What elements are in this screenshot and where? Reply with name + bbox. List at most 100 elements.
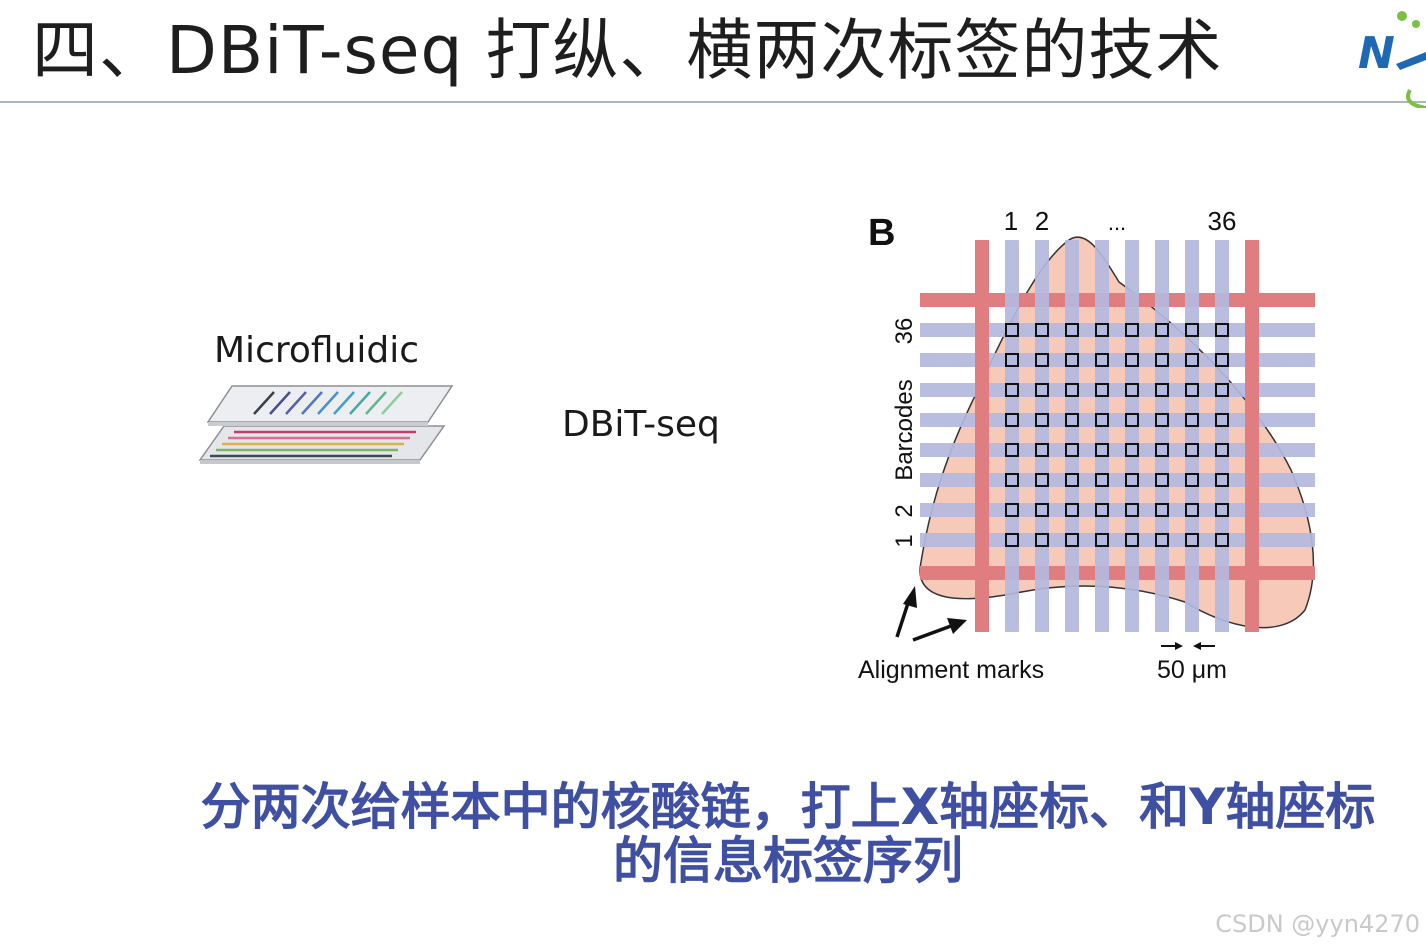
grid-pixel bbox=[1155, 353, 1169, 367]
grid-pixel bbox=[1155, 443, 1169, 457]
institution-logo: N bbox=[1358, 11, 1426, 108]
alignment-channel-vertical bbox=[975, 240, 989, 632]
grid-pixel bbox=[1095, 473, 1109, 487]
grid-pixel bbox=[1185, 533, 1199, 547]
grid-pixel bbox=[1005, 353, 1019, 367]
grid-pixel bbox=[1065, 503, 1079, 517]
grid-pixel bbox=[1035, 323, 1049, 337]
top-label-ellipsis: ... bbox=[1108, 210, 1126, 235]
alignment-marks-label: Alignment marks bbox=[858, 656, 1044, 684]
grid-pixel bbox=[1095, 443, 1109, 457]
grid-pixel bbox=[1185, 323, 1199, 337]
grid-pixel bbox=[1185, 383, 1199, 397]
microfluidic-label: Microfluidic bbox=[214, 330, 420, 371]
grid-pixel bbox=[1065, 413, 1079, 427]
barcode-channel-vertical bbox=[1035, 240, 1049, 632]
grid-pixel bbox=[1215, 533, 1229, 547]
grid-pixel bbox=[1155, 413, 1169, 427]
grid-pixel bbox=[1125, 443, 1139, 457]
grid-pixel bbox=[1005, 383, 1019, 397]
side-label-ellipsis: ... bbox=[895, 427, 917, 444]
grid-pixel bbox=[1095, 533, 1109, 547]
top-label-36: 36 bbox=[1208, 206, 1237, 236]
top-label-1: 1 bbox=[1004, 206, 1018, 236]
barcode-channel-vertical bbox=[1065, 240, 1079, 632]
caption-line-2: 的信息标签序列 bbox=[613, 832, 963, 890]
microfluidic-chip-illustration bbox=[198, 385, 454, 464]
grid-pixel bbox=[1185, 473, 1199, 487]
barcode-channel-vertical bbox=[1215, 240, 1229, 632]
alignment-arrow-right bbox=[912, 618, 967, 642]
grid-pixel bbox=[1095, 503, 1109, 517]
grid-pixel bbox=[1185, 503, 1199, 517]
grid-pixel bbox=[1065, 383, 1079, 397]
barcode-channel-vertical bbox=[1155, 240, 1169, 632]
grid-pixel bbox=[1155, 503, 1169, 517]
grid-pixel bbox=[1065, 473, 1079, 487]
barcode-channel-vertical bbox=[1095, 240, 1109, 632]
grid-pixel bbox=[1125, 473, 1139, 487]
grid-pixel bbox=[1215, 503, 1229, 517]
grid-pixel bbox=[1005, 503, 1019, 517]
grid-pixel bbox=[1185, 353, 1199, 367]
grid-pixel bbox=[1155, 473, 1169, 487]
grid-pixel bbox=[1095, 353, 1109, 367]
grid-pixel bbox=[1095, 383, 1109, 397]
grid-pixel bbox=[1185, 443, 1199, 457]
grid-pixel bbox=[1215, 353, 1229, 367]
grid-pixel bbox=[1035, 443, 1049, 457]
grid-pixel bbox=[1185, 413, 1199, 427]
top-chip-layer bbox=[206, 385, 454, 423]
alignment-arrow-up bbox=[895, 586, 917, 638]
barcode-channel-vertical bbox=[1005, 240, 1019, 632]
grid-pixel bbox=[1155, 323, 1169, 337]
logo-text: N bbox=[1358, 28, 1395, 79]
side-label-1: 1 bbox=[891, 534, 918, 547]
grid-pixel bbox=[1005, 443, 1019, 457]
grid-pixel bbox=[1095, 323, 1109, 337]
grid-pixel bbox=[1215, 473, 1229, 487]
dbit-grid-figure: B 1 2 ... 36 1 2 ... Barcodes 36 Alignme… bbox=[858, 206, 1315, 684]
grid-pixel bbox=[1215, 413, 1229, 427]
alignment-channel-vertical bbox=[1245, 240, 1259, 632]
title-divider bbox=[0, 101, 1426, 103]
top-label-2: 2 bbox=[1035, 206, 1049, 236]
side-axis-label: Barcodes bbox=[891, 379, 918, 480]
slide-caption: 分两次给样本中的核酸链，打上X轴座标、和Y轴座标 的信息标签序列 bbox=[150, 780, 1426, 888]
scale-bar-label: 50 μm bbox=[1157, 656, 1227, 684]
grid-pixel bbox=[1125, 413, 1139, 427]
grid-pixel bbox=[1035, 383, 1049, 397]
grid-pixel bbox=[1005, 473, 1019, 487]
grid-pixel bbox=[1005, 533, 1019, 547]
grid-pixel bbox=[1065, 323, 1079, 337]
grid-pixel bbox=[1095, 413, 1109, 427]
grid-pixel bbox=[1005, 323, 1019, 337]
side-label-36: 36 bbox=[891, 318, 918, 345]
grid-pixel bbox=[1125, 383, 1139, 397]
barcode-channel-vertical bbox=[1185, 240, 1199, 632]
dbit-seq-label: DBiT-seq bbox=[562, 404, 720, 445]
grid-pixel bbox=[1125, 503, 1139, 517]
caption-line-1: 分两次给样本中的核酸链，打上X轴座标、和Y轴座标 bbox=[200, 778, 1376, 836]
grid-pixel bbox=[1215, 443, 1229, 457]
slide-title: 四、DBiT-seq 打纵、横两次标签的技术 bbox=[32, 12, 1223, 89]
grid-pixel bbox=[1155, 383, 1169, 397]
grid-pixel bbox=[1065, 443, 1079, 457]
barcode-channel-vertical bbox=[1125, 240, 1139, 632]
grid-pixel bbox=[1155, 533, 1169, 547]
grid-pixel bbox=[1125, 353, 1139, 367]
panel-letter: B bbox=[868, 212, 895, 254]
grid-pixel bbox=[1035, 353, 1049, 367]
scale-bar-arrows bbox=[1161, 642, 1215, 650]
grid-pixel bbox=[1065, 353, 1079, 367]
grid-pixel bbox=[1215, 323, 1229, 337]
grid-pixel bbox=[1035, 503, 1049, 517]
grid-pixel bbox=[1035, 533, 1049, 547]
grid-pixel bbox=[1005, 413, 1019, 427]
grid-pixel bbox=[1035, 413, 1049, 427]
csdn-watermark: CSDN @yyn4270 bbox=[1215, 910, 1420, 938]
grid-pixel bbox=[1215, 383, 1229, 397]
grid-pixel bbox=[1125, 533, 1139, 547]
grid-pixel bbox=[1035, 473, 1049, 487]
grid-pixel bbox=[1065, 533, 1079, 547]
